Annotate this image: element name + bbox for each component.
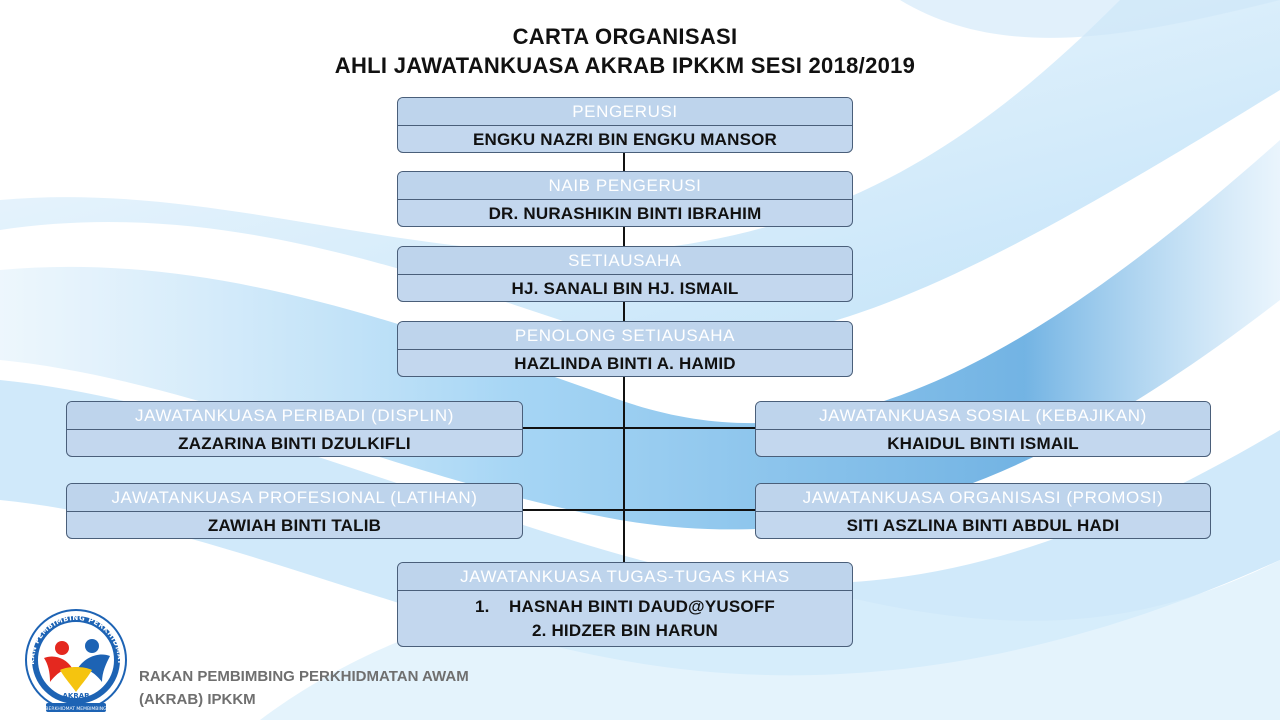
list-number: 2.	[531, 621, 547, 640]
logo-center-text: AKRAB	[63, 692, 90, 700]
box-social-committee: JAWATANKUASA SOSIAL (KEBAJIKAN) KHAIDUL …	[755, 401, 1211, 457]
role-label: JAWATANKUASA PERIBADI (DISPLIN)	[67, 402, 522, 430]
box-organisation-committee: JAWATANKUASA ORGANISASI (PROMOSI) SITI A…	[755, 483, 1211, 539]
logo-figure-left	[44, 656, 72, 682]
role-label: SETIAUSAHA	[398, 247, 852, 275]
member-name: DR. NURASHIKIN BINTI IBRAHIM	[488, 204, 762, 223]
logo-figure-right	[78, 654, 110, 682]
logo-figure-right-head	[85, 639, 99, 653]
role-label: JAWATANKUASA TUGAS-TUGAS KHAS	[398, 563, 852, 591]
footer-caption: RAKAN PEMBIMBING PERKHIDMATAN AWAM (AKRA…	[139, 665, 469, 711]
role-label: JAWATANKUASA ORGANISASI (PROMOSI)	[756, 484, 1210, 512]
footer-line-2: (AKRAB) IPKKM	[139, 691, 256, 708]
member-name: ZAZARINA BINTI DZULKIFLI	[178, 434, 411, 453]
logo-ribbon-text: BERKHIDMAT MEMBIMBING	[45, 706, 107, 712]
member-name: SITI ASZLINA BINTI ABDUL HADI	[846, 516, 1120, 535]
box-secretary: SETIAUSAHA HJ. SANALI BIN HJ. ISMAIL	[397, 246, 853, 302]
list-item: 2. HIDZER BIN HARUN	[398, 619, 852, 643]
box-special-committee: JAWATANKUASA TUGAS-TUGAS KHAS 1. HASNAH B…	[397, 562, 853, 647]
chart-title: CARTA ORGANISASI	[512, 24, 738, 49]
member-list: 1. HASNAH BINTI DAUD@YUSOFF 2. HIDZER BIN…	[398, 591, 852, 643]
list-item: 1. HASNAH BINTI DAUD@YUSOFF	[398, 595, 852, 619]
role-label: JAWATANKUASA PROFESIONAL (LATIHAN)	[67, 484, 522, 512]
role-label: PENGERUSI	[398, 98, 852, 126]
logo-figure-left-head	[55, 641, 69, 655]
member-name: ZAWIAH BINTI TALIB	[207, 516, 382, 535]
logo-figure-center	[60, 667, 92, 692]
member-name: HIDZER BIN HARUN	[551, 621, 719, 640]
box-assistant-secretary: PENOLONG SETIAUSAHA HAZLINDA BINTI A. HA…	[397, 321, 853, 377]
member-name: HASNAH BINTI DAUD@YUSOFF	[509, 597, 775, 616]
member-name: HJ. SANALI BIN HJ. ISMAIL	[511, 279, 739, 298]
member-name: HAZLINDA BINTI A. HAMID	[514, 354, 736, 373]
box-professional-committee: JAWATANKUASA PROFESIONAL (LATIHAN) ZAWIA…	[66, 483, 523, 539]
list-number: 1.	[475, 597, 490, 616]
box-personal-committee: JAWATANKUASA PERIBADI (DISPLIN) ZAZARINA…	[66, 401, 523, 457]
akrab-logo: RAKAN PEMBIMBING PERKHIDMATAN AKRAB BERK…	[20, 606, 127, 712]
box-chair: PENGERUSI ENGKU NAZRI BIN ENGKU MANSOR	[397, 97, 853, 153]
footer-line-1: RAKAN PEMBIMBING PERKHIDMATAN AWAM	[139, 668, 469, 685]
role-label: PENOLONG SETIAUSAHA	[398, 322, 852, 350]
role-label: JAWATANKUASA SOSIAL (KEBAJIKAN)	[756, 402, 1210, 430]
box-vice-chair: NAIB PENGERUSI DR. NURASHIKIN BINTI IBRA…	[397, 171, 853, 227]
member-name: KHAIDUL BINTI ISMAIL	[887, 434, 1079, 453]
chart-subtitle: AHLI JAWATANKUASA AKRAB IPKKM SESI 2018/…	[334, 53, 916, 78]
member-name: ENGKU NAZRI BIN ENGKU MANSOR	[472, 130, 778, 149]
logo-ribbon	[46, 703, 106, 712]
role-label: NAIB PENGERUSI	[398, 172, 852, 200]
